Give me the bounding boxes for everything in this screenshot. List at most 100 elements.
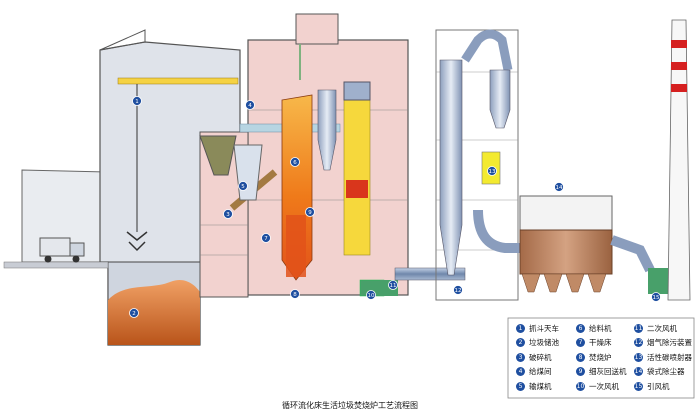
legend-number: 3 <box>516 352 525 362</box>
ramp <box>3 261 109 269</box>
legend-label: 给料机 <box>589 323 612 333</box>
roof-ridge <box>99 29 146 51</box>
callout-number: 13 <box>489 169 496 175</box>
treatment-frame <box>435 29 519 301</box>
legend-number: 10 <box>576 381 585 391</box>
secondary-fan-marker: 11 <box>388 280 398 290</box>
furnace-marker: 8 <box>290 289 300 299</box>
callout-number: 8 <box>293 292 297 298</box>
legend-item: 9 细灰回送机 <box>576 366 627 378</box>
induced-fan-marker: 15 <box>651 292 661 302</box>
gas-treatment <box>435 29 520 301</box>
legend-number: 4 <box>516 367 525 376</box>
furnace-bed <box>286 215 306 277</box>
legend-label: 二次风机 <box>647 323 677 333</box>
outlet-duct <box>610 235 655 273</box>
legend-item: 3 破碎机 <box>516 351 552 363</box>
legend-number: 9 <box>576 367 585 376</box>
primary-fan-marker: 10 <box>366 290 376 300</box>
roof-house <box>295 13 339 45</box>
legend-number: 12 <box>634 338 643 347</box>
superheater <box>346 180 368 198</box>
legend-label: 一次风机 <box>589 381 619 391</box>
legend-label: 垃圾储池 <box>529 338 559 347</box>
callout-number: 10 <box>368 293 375 299</box>
feeder-marker: 6 <box>290 157 300 167</box>
heat-exchanger <box>343 99 371 256</box>
induced-fan <box>648 268 668 294</box>
filter-body <box>519 229 613 275</box>
crusher-marker: 3 <box>223 209 233 219</box>
legend-item: 13 活性碳喷射器 <box>634 351 692 363</box>
legend-item: 4 给煤间 <box>516 366 552 378</box>
legend-number: 1 <box>516 323 525 333</box>
crane-marker: 1 <box>132 96 142 106</box>
legend-label: 输煤机 <box>529 381 552 391</box>
callout-number: 11 <box>390 283 397 289</box>
callout-number: 3 <box>226 212 230 218</box>
garbage-truck <box>39 237 85 263</box>
carbon-injector-marker: 13 <box>487 166 497 176</box>
legend-number: 14 <box>634 367 643 376</box>
reactor-cyclone <box>489 69 511 129</box>
callout-number: 1 <box>135 99 139 105</box>
furnace-building <box>199 13 409 298</box>
legend-number: 11 <box>634 323 643 333</box>
callout-number: 5 <box>241 184 245 190</box>
dryer-marker: 7 <box>261 233 271 243</box>
receiving-hall <box>3 29 241 346</box>
legend-number: 6 <box>576 323 585 333</box>
legend-label: 抓斗天车 <box>529 323 559 333</box>
legend-item: 8 焚烧炉 <box>576 351 612 363</box>
legend-label: 干燥床 <box>589 338 612 347</box>
scrubber-marker: 12 <box>453 285 463 295</box>
callout-number: 7 <box>264 236 268 242</box>
grab-bucket <box>126 231 148 252</box>
legend-item: 11 二次风机 <box>634 322 677 334</box>
crusher-hopper <box>199 135 237 176</box>
legend-number: 15 <box>634 381 643 391</box>
legend-label: 给煤间 <box>529 367 552 376</box>
callout-number: 9 <box>308 210 312 216</box>
legend-label: 活性碳喷射器 <box>647 352 692 362</box>
legend-number: 13 <box>634 352 643 362</box>
callout-number: 2 <box>132 311 136 317</box>
ash-return-marker: 9 <box>305 207 315 217</box>
legend-item: 15 引风机 <box>634 380 670 392</box>
gooseneck-duct <box>461 29 513 71</box>
legend-number: 5 <box>516 381 525 391</box>
callout-number: 12 <box>455 288 462 294</box>
legend-item: 10 一次风机 <box>576 380 619 392</box>
legend-item: 5 输煤机 <box>516 380 552 392</box>
legend-item: 2 垃圾储池 <box>516 337 559 349</box>
legend-label: 烟气除污装置 <box>647 338 692 347</box>
pit-marker: 2 <box>129 308 139 318</box>
drum <box>343 81 371 101</box>
bag-filter <box>519 195 668 294</box>
legend-item: 6 给料机 <box>576 322 612 334</box>
callout-number: 4 <box>248 103 252 109</box>
legend-number: 2 <box>516 338 525 347</box>
crane-rail <box>117 77 239 85</box>
bag-filter-marker: 14 <box>554 182 564 192</box>
callout-number: 15 <box>653 295 660 301</box>
legend-label: 细灰回送机 <box>589 367 627 376</box>
legend-label: 焚烧炉 <box>589 352 612 362</box>
legend-number: 8 <box>576 352 585 362</box>
callout-number: 14 <box>556 185 563 191</box>
legend-item: 12 烟气除污装置 <box>634 337 692 349</box>
chimney <box>667 19 691 301</box>
callout-number: 6 <box>293 160 297 166</box>
legend-box <box>507 317 695 399</box>
conveyor-marker: 5 <box>238 181 248 191</box>
legend-item: 1 抓斗天车 <box>516 322 559 334</box>
legend-label: 破碎机 <box>529 352 552 362</box>
lower-duct <box>473 209 520 253</box>
legend-label: 引风机 <box>647 381 670 391</box>
